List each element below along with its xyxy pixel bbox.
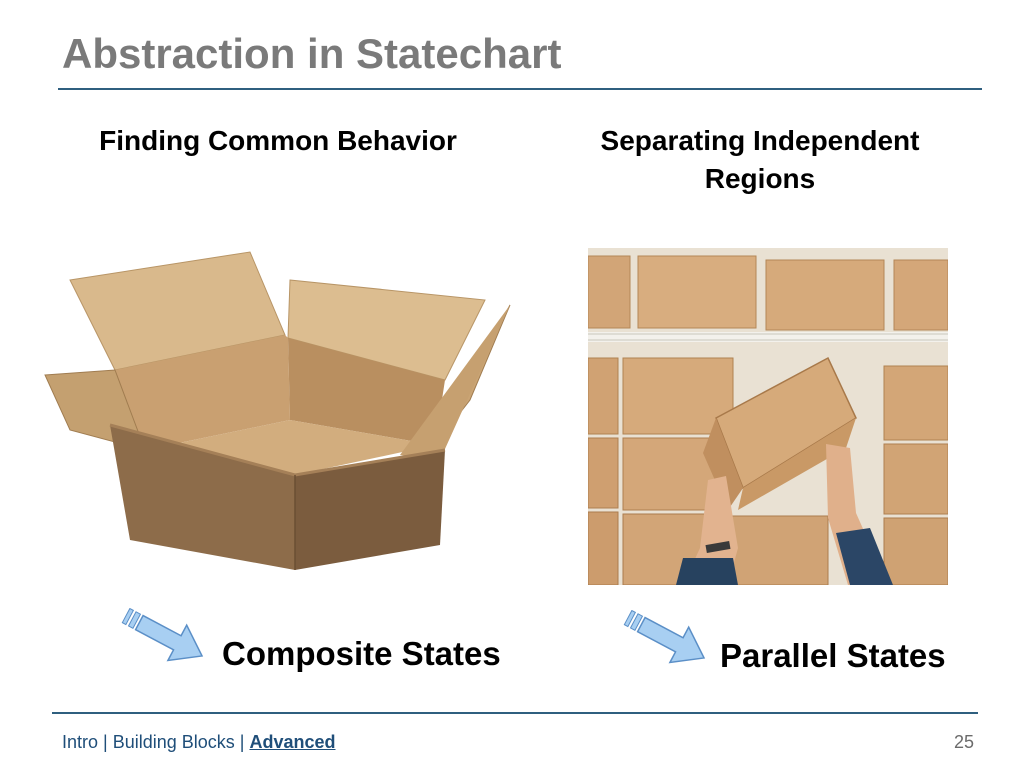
left-heading: Finding Common Behavior — [99, 125, 457, 156]
title-divider — [58, 88, 982, 90]
nav-link-advanced[interactable]: Advanced — [249, 732, 336, 752]
shelf-boxes-image — [588, 248, 948, 585]
composite-states-label: Composite States — [222, 635, 501, 672]
right-heading-line2: Regions — [704, 163, 816, 194]
footer-nav: Intro | Building Blocks | Advanced — [62, 732, 336, 753]
slide-title: Abstraction in Statechart — [62, 30, 562, 77]
parallel-states-label: Parallel States — [720, 637, 946, 674]
arrow-right-icon — [623, 610, 706, 664]
footer-divider — [52, 712, 978, 714]
nav-link-building-blocks[interactable]: Building Blocks — [112, 732, 235, 752]
open-box-image — [44, 251, 511, 570]
page-number: 25 — [953, 732, 974, 752]
arrow-right-icon — [121, 608, 204, 662]
right-heading: Separating Independent Regions — [540, 122, 980, 198]
nav-separator: | — [98, 732, 113, 752]
nav-link-intro[interactable]: Intro — [62, 732, 99, 752]
nav-separator: | — [234, 732, 250, 752]
right-heading-line1: Separating Independent — [600, 125, 920, 156]
